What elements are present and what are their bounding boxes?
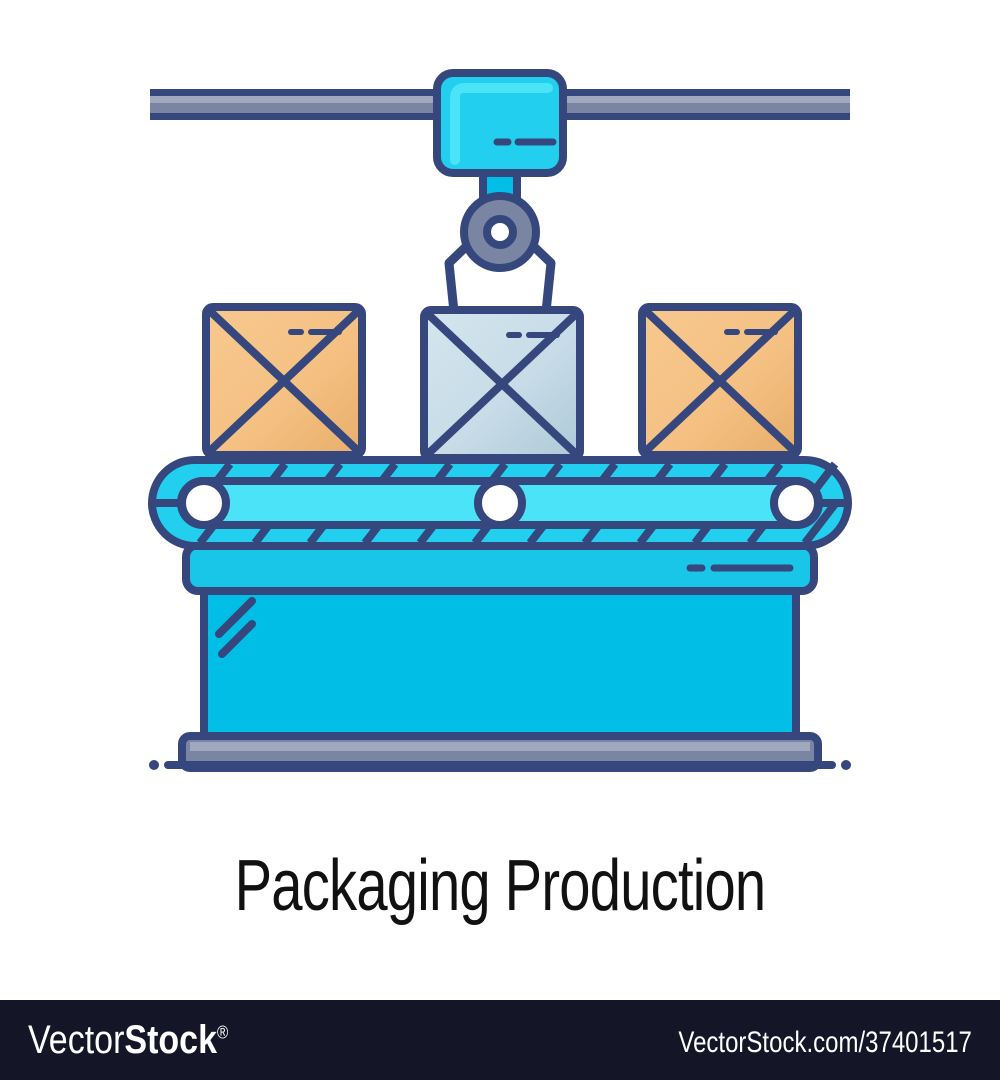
registered-trademark-icon: ® — [216, 1022, 229, 1043]
conveyor-roller-center — [474, 477, 526, 529]
ground-line — [149, 760, 851, 770]
conveyor-belt — [148, 456, 852, 550]
conveyor-roller-left — [178, 477, 230, 529]
crane-carriage-block — [433, 69, 567, 177]
box-right — [638, 303, 802, 459]
table-shine-line-1 — [215, 597, 256, 638]
conveyor-table-body — [200, 587, 800, 740]
ground-dot-left — [149, 760, 159, 770]
crane-pulley-wheel — [460, 192, 540, 272]
ground-dot-right — [841, 760, 851, 770]
logo-text-bold: Stock — [124, 1018, 217, 1062]
footer-bar — [0, 1000, 1000, 1080]
conveyor-roller-right — [770, 477, 822, 529]
box-center — [420, 306, 584, 462]
page-title: Packaging Production — [234, 846, 767, 926]
box-left — [202, 303, 366, 459]
table-shine-line-2 — [218, 620, 256, 658]
footer-url: VectorStock.com/37401517 — [678, 1026, 972, 1059]
logo-text-light: Vector — [28, 1018, 125, 1062]
vectorstock-logo: VectorStock® — [28, 1018, 228, 1063]
packaging-production-illustration — [148, 69, 852, 772]
conveyor-table-top — [182, 541, 818, 595]
